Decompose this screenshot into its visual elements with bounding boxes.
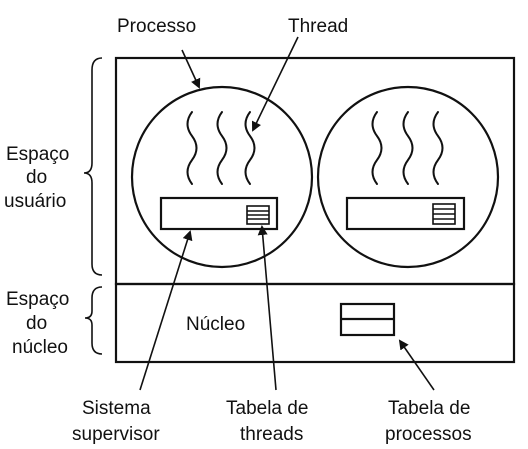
label-tabela-processos-1: Tabela de [388,398,470,419]
process-circle-left [130,85,314,269]
brace-kernel-space [84,286,103,355]
arrow-tabela-threads [257,225,277,391]
label-sistema-supervisor-2: supervisor [72,424,160,445]
label-processo: Processo [117,16,196,37]
process-circle-right [316,85,500,269]
label-espaco-nucleo-3: núcleo [12,337,68,358]
label-thread: Thread [288,16,348,37]
label-tabela-processos-2: processos [385,424,472,445]
arrow-thread [251,36,299,132]
label-sistema-supervisor-1: Sistema [82,398,151,419]
label-espaco-usuario-3: usuário [4,191,66,212]
arrow-processo [181,49,201,89]
threads-left [186,111,256,185]
kernel-space-box [114,282,516,364]
arrow-tabela-processos [398,339,435,391]
arrow-sistema-supervisor [139,230,193,391]
brace-user-space [83,57,103,276]
label-espaco-nucleo-2: do [26,313,47,334]
label-espaco-nucleo-1: Espaço [6,289,69,310]
process-table [339,302,396,337]
runtime-system-box-left [159,196,279,231]
threads-right [371,111,444,185]
runtime-system-box-right [345,196,466,231]
thread-table-right [432,203,456,225]
label-tabela-threads-1: Tabela de [226,398,308,419]
thread-table-left [246,205,270,225]
label-nucleo: Núcleo [186,314,245,335]
label-espaco-usuario-2: do [26,167,47,188]
user-space-box [114,56,516,286]
label-tabela-threads-2: threads [240,424,303,445]
label-espaco-usuario-1: Espaço [6,144,69,165]
